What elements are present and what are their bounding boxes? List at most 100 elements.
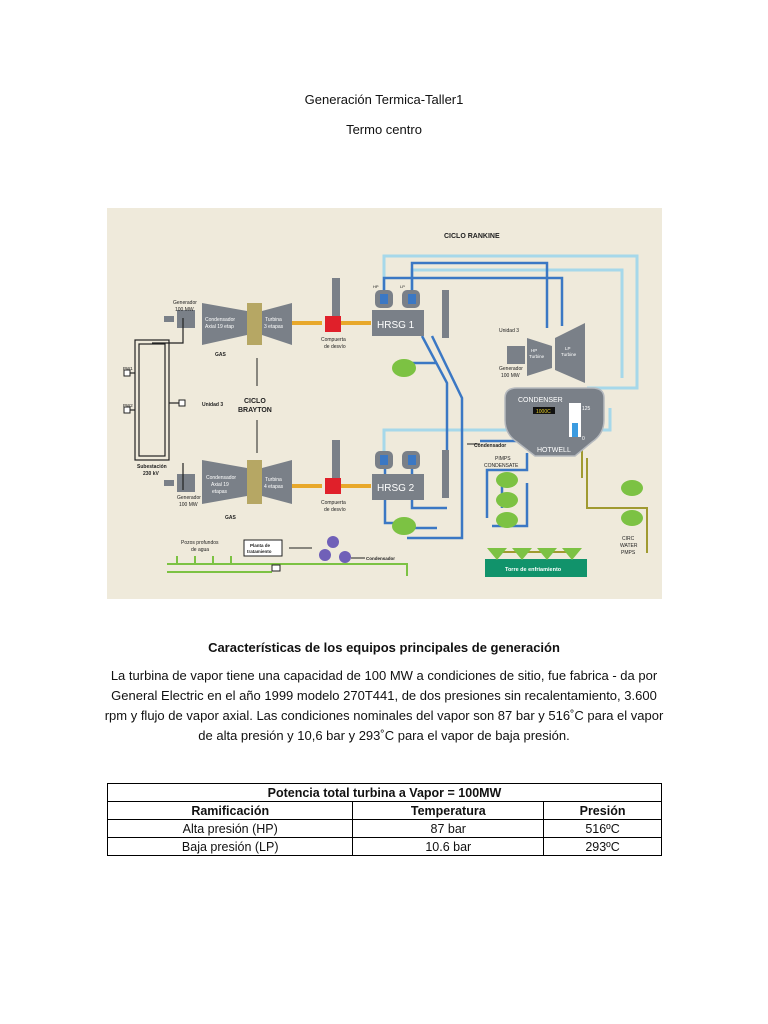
svg-text:CIRC: CIRC bbox=[622, 536, 635, 542]
condenser bbox=[504, 387, 605, 457]
treatment-tanks bbox=[319, 536, 351, 563]
cooling-tower-cells bbox=[487, 548, 582, 560]
svg-text:4 etapas: 4 etapas bbox=[264, 484, 284, 490]
hrsg-2-stack bbox=[442, 450, 449, 498]
table-caption-row: Potencia total turbina a Vapor = 100MW bbox=[107, 783, 662, 802]
header-ramificacion: Ramificación bbox=[106, 801, 354, 820]
table-row: Alta presión (HP) 87 bar 516ºC bbox=[106, 819, 662, 838]
table-header-row: Ramificación Temperatura Presión bbox=[106, 801, 662, 820]
upper-gas-turbine bbox=[164, 278, 371, 345]
svg-text:WATER: WATER bbox=[620, 543, 638, 549]
lower-combustor bbox=[247, 460, 262, 504]
label-hrsg-1: HRSG 1 bbox=[377, 320, 415, 331]
label-hrsg-2: HRSG 2 bbox=[377, 483, 415, 494]
svg-text:Compuerta: Compuerta bbox=[321, 500, 346, 506]
svg-text:0: 0 bbox=[582, 436, 585, 442]
document-subtitle: Termo centro bbox=[346, 122, 422, 137]
table-cell: Baja presión (LP) bbox=[106, 837, 354, 856]
svg-text:Condensador: Condensador bbox=[474, 443, 506, 449]
svg-text:Unidad 3: Unidad 3 bbox=[202, 402, 223, 408]
svg-text:CONDENSATE: CONDENSATE bbox=[484, 463, 519, 469]
svg-text:100 MW: 100 MW bbox=[175, 307, 194, 313]
label-generador-top: Generador bbox=[173, 300, 197, 306]
svg-text:GAS: GAS bbox=[215, 352, 227, 358]
section-heading: Características de los equipos principal… bbox=[208, 640, 560, 655]
upper-turbine bbox=[262, 303, 292, 345]
svg-text:GAS: GAS bbox=[225, 515, 237, 521]
svg-text:Axial 19: Axial 19 bbox=[211, 482, 229, 488]
svg-text:230 kV: 230 kV bbox=[143, 471, 160, 477]
svg-text:Axial 19 etap: Axial 19 etap bbox=[205, 324, 234, 330]
svg-text:Condensador: Condensador bbox=[205, 317, 235, 323]
svg-text:Condensador: Condensador bbox=[206, 475, 236, 481]
svg-text:LP: LP bbox=[565, 346, 571, 351]
svg-text:tratamiento: tratamiento bbox=[247, 549, 272, 554]
table-cell: Alta presión (HP) bbox=[106, 819, 354, 838]
svg-text:3 etapas: 3 etapas bbox=[264, 324, 284, 330]
steam-table: Potencia total turbina a Vapor = 100MW R… bbox=[106, 783, 662, 856]
lower-gas-turbine bbox=[164, 440, 371, 504]
substation-switches bbox=[123, 369, 186, 414]
lower-damper bbox=[325, 478, 341, 494]
header-presion: Presión bbox=[543, 801, 662, 820]
header-temperatura: Temperatura bbox=[352, 801, 545, 820]
upper-generator bbox=[177, 310, 195, 328]
svg-text:Planta de: Planta de bbox=[250, 543, 271, 548]
cooling-tower bbox=[485, 559, 587, 577]
steam-turbine bbox=[507, 323, 585, 383]
label-ciclo: CICLO bbox=[244, 398, 266, 405]
hp-turbine bbox=[527, 338, 552, 376]
water-supply bbox=[167, 556, 408, 576]
svg-text:LP: LP bbox=[400, 284, 405, 289]
svg-text:Turbine: Turbine bbox=[529, 354, 545, 359]
label-torre: Torre de enfriamiento bbox=[505, 567, 562, 573]
svg-text:HP: HP bbox=[531, 348, 537, 353]
upper-combustor bbox=[247, 303, 262, 345]
svg-text:HP: HP bbox=[373, 284, 379, 289]
svg-text:Subestación: Subestación bbox=[137, 464, 167, 470]
svg-text:de agua: de agua bbox=[191, 547, 209, 553]
table-row: Baja presión (LP) 10.6 bar 293ºC bbox=[106, 837, 662, 856]
svg-text:Generador: Generador bbox=[499, 366, 523, 372]
svg-text:PW2: PW2 bbox=[123, 403, 133, 408]
condensate-pumps bbox=[496, 472, 518, 528]
table-cell: 293ºC bbox=[543, 837, 662, 856]
svg-text:PW1: PW1 bbox=[123, 366, 133, 371]
label-ciclo-rankine: CICLO RANKINE bbox=[444, 233, 500, 240]
svg-text:de desvío: de desvío bbox=[324, 507, 346, 513]
table-cell: 10.6 bar bbox=[352, 837, 545, 856]
document-title: Generación Termica-Taller1 bbox=[304, 92, 464, 107]
svg-text:Condensador: Condensador bbox=[366, 556, 395, 561]
table-caption: Potencia total turbina a Vapor = 100MW bbox=[107, 783, 662, 802]
label-brayton: BRAYTON bbox=[238, 407, 272, 414]
hrsg-1-pump bbox=[392, 359, 416, 377]
svg-text:100 MW: 100 MW bbox=[179, 502, 198, 508]
svg-text:125: 125 bbox=[582, 406, 591, 412]
table-cell: 516ºC bbox=[543, 819, 662, 838]
lower-compressor bbox=[202, 460, 247, 504]
svg-text:etapas: etapas bbox=[212, 489, 228, 495]
upper-stack bbox=[332, 278, 340, 318]
lp-turbine bbox=[555, 323, 585, 383]
plant-diagram: CICLO RANKINE CICLO BRAYTON Generador 10… bbox=[107, 208, 662, 599]
svg-text:Turbina: Turbina bbox=[265, 477, 282, 483]
steam-generator bbox=[507, 346, 525, 364]
svg-text:100 MW: 100 MW bbox=[501, 373, 520, 379]
label-hotwell: HOTWELL bbox=[537, 447, 571, 454]
svg-text:de desvío: de desvío bbox=[324, 344, 346, 350]
substation bbox=[127, 318, 184, 490]
hrsg-1-stack bbox=[442, 290, 449, 338]
section-paragraph: La turbina de vapor tiene una capacidad … bbox=[104, 668, 664, 743]
table-cell: 87 bar bbox=[352, 819, 545, 838]
hrsg-2-pump bbox=[392, 517, 416, 535]
svg-text:Compuerta: Compuerta bbox=[321, 337, 346, 343]
svg-text:Unidad 3: Unidad 3 bbox=[499, 328, 519, 334]
circ-water-pumps bbox=[621, 480, 643, 526]
label-condenser: CONDENSER bbox=[518, 397, 563, 404]
upper-compressor bbox=[202, 303, 247, 345]
svg-text:1000C: 1000C bbox=[536, 409, 551, 415]
svg-text:Turbina: Turbina bbox=[265, 317, 282, 323]
hrsg-2 bbox=[372, 450, 449, 535]
svg-text:Pozos profundos: Pozos profundos bbox=[181, 540, 219, 546]
svg-text:Generador: Generador bbox=[177, 495, 201, 501]
